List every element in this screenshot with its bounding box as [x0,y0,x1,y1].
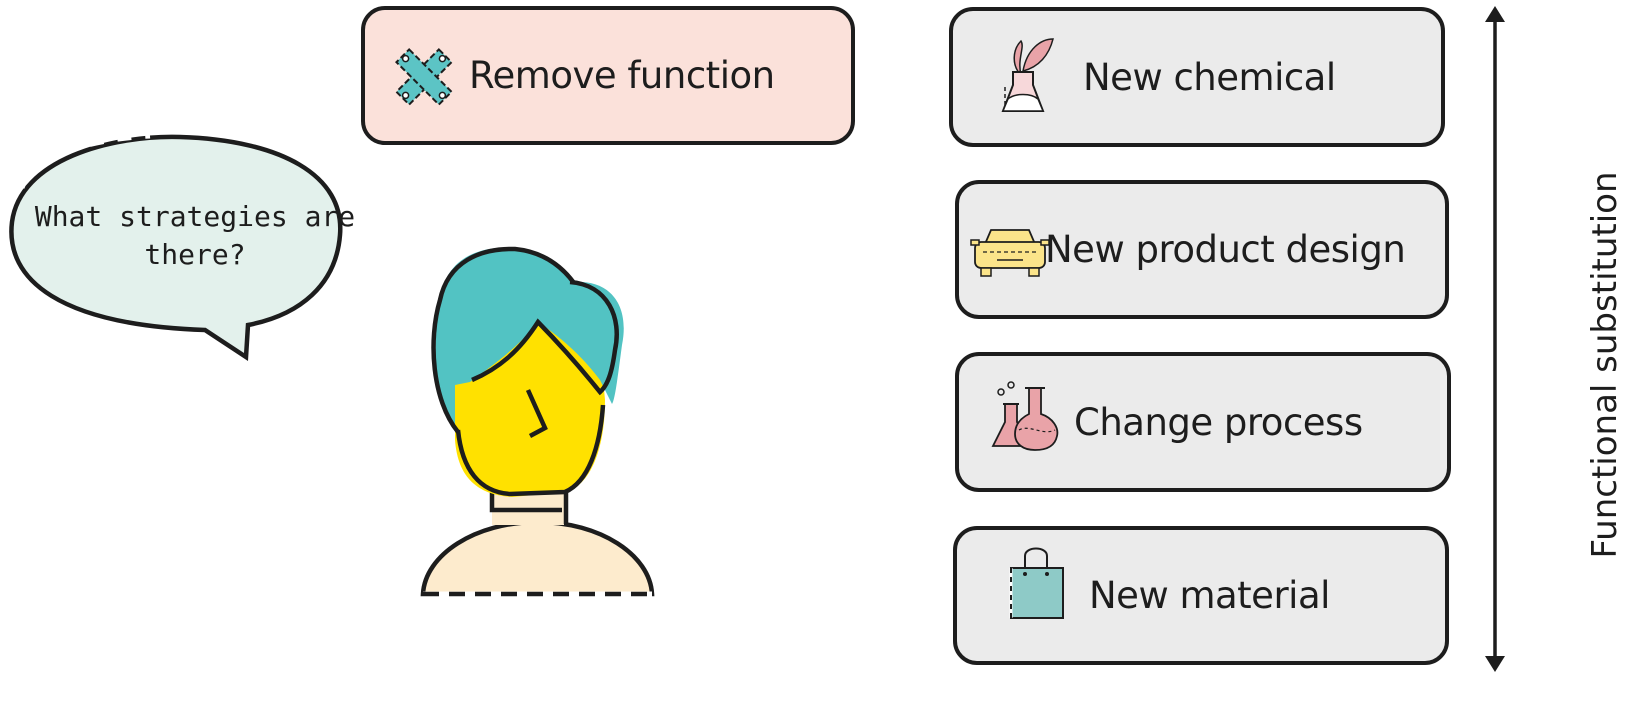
car-icon [970,229,1050,277]
remove-function-label: Remove function [469,54,775,97]
remove-function-box: Remove function [361,6,855,145]
cross-icon [395,48,453,106]
speech-bubble-text: What strategies are there? [34,200,356,271]
option-new-product-design: New product design [955,180,1449,319]
option-new-chemical: New chemical [949,7,1445,147]
change-process-label: Change process [1074,400,1363,444]
new-chemical-label: New chemical [1083,55,1336,99]
flask-plant-icon [1001,38,1054,112]
option-new-material: New material [953,526,1449,665]
lab-flasks-icon [991,381,1059,451]
shopping-bag-icon [1009,547,1064,619]
new-product-design-label: New product design [1045,228,1406,271]
new-material-label: New material [1089,574,1330,617]
axis-label: Functional substitution [1585,171,1625,559]
option-change-process: Change process [955,352,1451,492]
